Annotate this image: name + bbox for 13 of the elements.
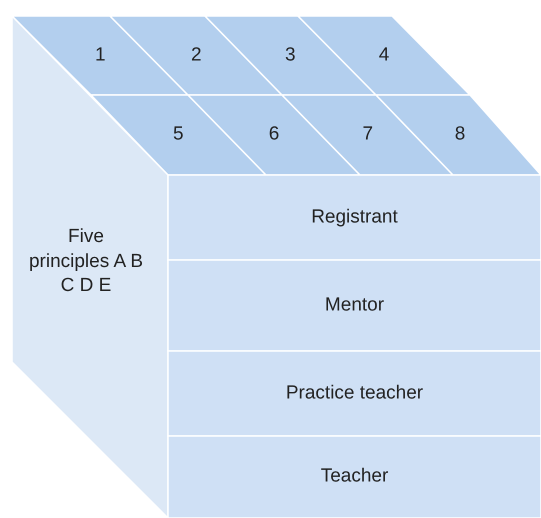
cell-number: 1: [94, 43, 107, 68]
cell-number: 4: [378, 43, 390, 68]
cell-number: 5: [172, 122, 185, 147]
cell-number: 3: [284, 43, 297, 68]
cell-number: 7: [361, 122, 374, 147]
row-label: Registrant: [310, 205, 399, 230]
cell-number: 8: [454, 122, 466, 147]
row-label: Teacher: [320, 464, 390, 489]
row-label: Practice teacher: [284, 381, 424, 406]
row-label: Mentor: [324, 293, 386, 318]
face-label: Five principles A B C D E: [28, 224, 144, 298]
cell-number: 6: [268, 122, 280, 147]
cell-number: 2: [190, 43, 203, 68]
